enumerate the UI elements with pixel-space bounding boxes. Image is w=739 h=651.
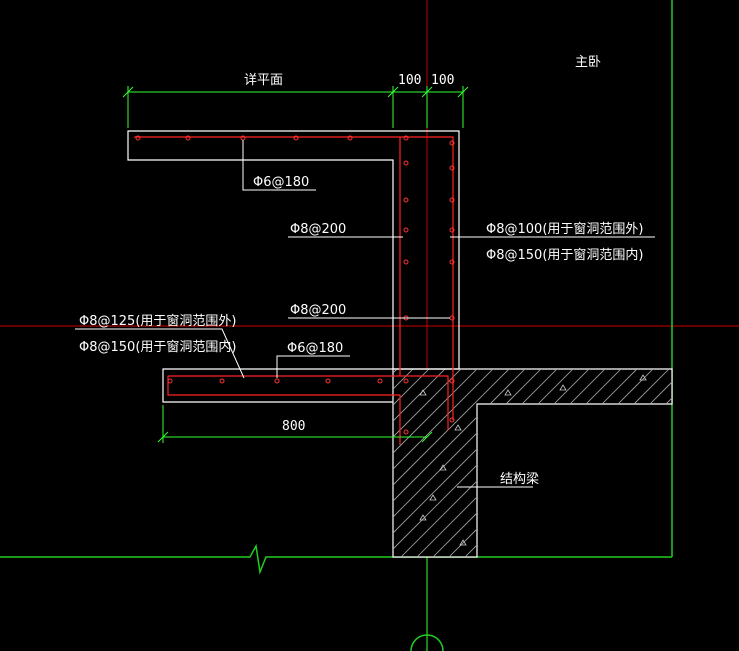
aggregate-mark [454,424,462,431]
leader-top-bar [242,140,316,191]
hatch-line [393,369,512,557]
bottom-dist-bar-label: Φ6@180 [287,341,343,356]
dim-label-100-left: 100 [398,73,421,88]
aggregate-mark [429,494,437,501]
aggregate-mark [504,389,512,396]
dimensions [122,86,469,443]
leaders [75,140,655,488]
rebar-dot [403,227,409,233]
room-label: 主卧 [575,55,601,70]
leader-bottom-bar [75,328,245,379]
aggregate-mark [639,374,647,381]
rebar-dot [167,378,173,384]
rebar-dot [347,135,353,141]
dim-tick [421,431,433,443]
aggregate-mark [439,464,447,471]
rebar-group [134,136,454,445]
side-bar-left-label: Φ8@200 [290,222,346,237]
rebar-dot [403,378,409,384]
rebar-dot [449,259,455,265]
dim-tick [122,86,134,98]
dim-label-100-right: 100 [431,73,454,88]
axis-bubble [410,634,444,651]
rebar-dot [449,140,455,146]
hatch-line [393,369,448,557]
rebar-dot [403,429,409,435]
hatch-line [393,369,432,557]
leader-bottom-dist [276,355,350,378]
aggregate-mark [419,389,427,396]
rebar-dot [403,160,409,166]
bottom-ledge-outline [162,368,393,403]
rebar-dot [293,135,299,141]
dim-label-800: 800 [282,419,305,434]
dim-tick [457,86,469,98]
dim-tick [421,86,433,98]
rebar-dot [403,197,409,203]
side-bar-right-inside-label: Φ8@150(用于窗洞范围内) [486,247,643,263]
bottom-break-line [0,543,672,575]
rebar-dot [449,165,455,171]
concrete-outline [127,130,460,403]
rebar-bottom-inner [167,376,401,445]
aggregate-mark [419,514,427,521]
hatch-line [393,369,560,557]
hatch-line [393,369,496,557]
hatch-line [393,369,528,557]
rebar-dot [377,378,383,384]
rebar-dot [325,378,331,384]
rebar-dot [185,135,191,141]
rebar-dot [449,417,455,423]
aggregate-mark [459,539,467,546]
rebar-dot [274,378,280,384]
beam-label: 结构梁 [500,472,539,487]
dim-tick [157,431,169,443]
hatch-line [393,369,464,557]
side-bar-right-outside-label: Φ8@100(用于窗洞范围外) [486,221,643,237]
top-ledge-outline [127,130,460,370]
rebar-dot [135,135,141,141]
bottom-bar-inside-label: Φ8@150(用于窗洞范围内) [79,339,236,355]
rebar-dot [219,378,225,384]
top-bar-label: Φ6@180 [253,175,309,190]
rebar-dot [403,259,409,265]
rebar-top-outer [134,136,454,420]
bottom-bar-outside-label: Φ8@125(用于窗洞范围外) [79,313,236,329]
hatch-line [393,369,480,557]
rebar-dot [449,227,455,233]
hatch-line [393,369,544,557]
rebar-dot [449,378,455,384]
middle-bar-label: Φ8@200 [290,303,346,318]
rebar-dot [449,197,455,203]
room-boundary [0,0,673,651]
rebar-bottom-outer [168,375,449,430]
detail-plan-label: 详平面 [244,73,283,88]
rebar-dot [403,135,409,141]
aggregate-mark [559,384,567,391]
dim-tick [387,86,399,98]
beam-outline [392,368,673,558]
